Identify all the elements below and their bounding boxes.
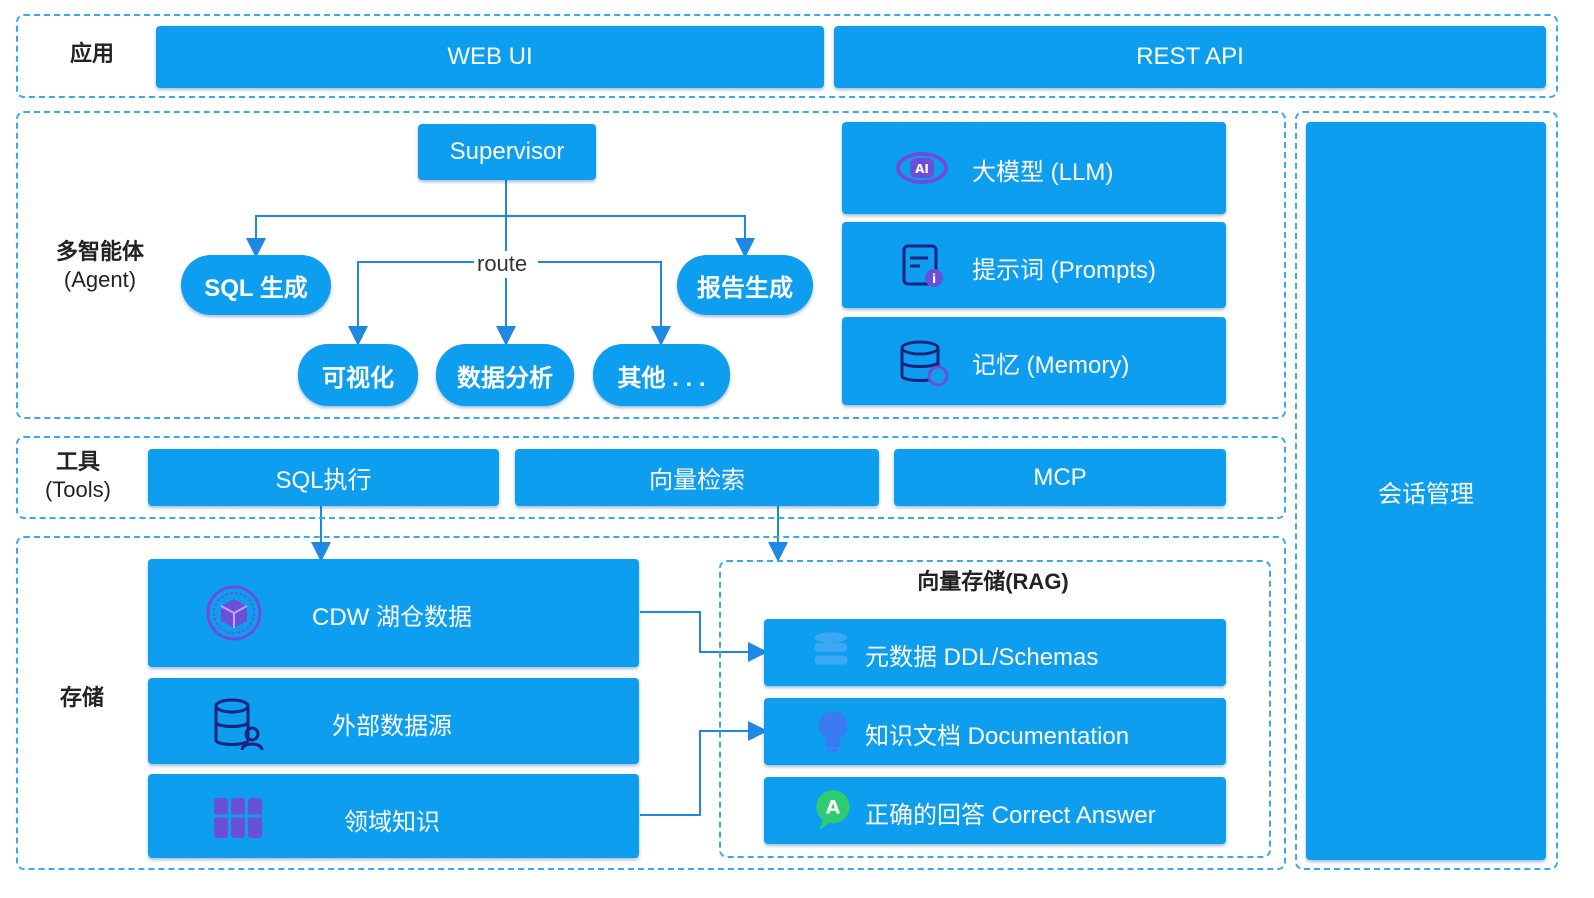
metadata-box: 元数据 DDL/Schemas — [764, 619, 1226, 686]
report-gen-node: 报告生成 — [677, 255, 813, 315]
rag-title: 向量存储(RAG) — [917, 569, 1069, 594]
memory-box: 记忆 (Memory) — [842, 317, 1226, 405]
cdw-label: CDW 湖仓数据 — [312, 604, 472, 631]
llm-label: 大模型 (LLM) — [972, 159, 1114, 186]
domain-knowledge-label: 领域知识 — [344, 809, 440, 836]
agent-layer-label: 多智能体 (Agent) — [40, 238, 160, 293]
visualize-node: 可视化 — [298, 344, 418, 406]
metadata-label: 元数据 DDL/Schemas — [865, 644, 1099, 671]
tools-label-line2: (Tools) — [44, 476, 111, 502]
svg-text:A: A — [826, 797, 841, 818]
cube-icon — [206, 585, 262, 641]
cdw-box: CDW 湖仓数据 — [148, 559, 639, 667]
storage-layer-label: 存储 — [59, 685, 104, 710]
session-layer — [1295, 111, 1558, 870]
app-layer — [16, 14, 1558, 98]
web-ui-box: WEB UI — [156, 26, 824, 88]
memory-db-icon — [900, 340, 949, 387]
route-label: route — [474, 251, 531, 277]
prompts-box: i 提示词 (Prompts) — [842, 222, 1226, 308]
external-source-label: 外部数据源 — [332, 713, 452, 740]
vector-search-box: 向量检索 — [515, 449, 879, 506]
mcp-box: MCP — [894, 449, 1226, 506]
memory-label: 记忆 (Memory) — [972, 352, 1130, 379]
answers-box: A 正确的回答 Correct Answer — [764, 777, 1226, 844]
lightbulb-icon — [818, 711, 848, 753]
tools-label-line1: 工具 — [55, 449, 100, 474]
agent-layer — [16, 111, 1286, 419]
rag-group — [719, 560, 1271, 858]
other-node: 其他 . . . — [593, 344, 730, 406]
tools-layer-label: 工具 (Tools) — [28, 448, 128, 503]
stack-icon — [814, 632, 848, 665]
agent-label-line1: 多智能体 — [55, 239, 144, 264]
agent-label-line2: (Agent) — [63, 266, 137, 292]
supervisor-box: Supervisor — [418, 124, 596, 180]
external-source-box: 外部数据源 — [148, 678, 639, 764]
svg-text:i: i — [932, 272, 936, 286]
domain-knowledge-box: 领域知识 — [148, 774, 639, 858]
svg-text:AI: AI — [915, 162, 929, 176]
sql-exec-box: SQL执行 — [148, 449, 499, 506]
data-analysis-node: 数据分析 — [436, 344, 574, 406]
storage-layer — [16, 536, 1286, 870]
rest-api-box: REST API — [834, 26, 1546, 88]
prompt-doc-icon: i — [902, 244, 943, 287]
app-layer-label: 应用 — [69, 41, 114, 66]
ai-chip-icon: AI — [896, 152, 948, 184]
prompts-label: 提示词 (Prompts) — [972, 257, 1157, 284]
database-user-icon — [214, 698, 264, 751]
session-management-box: 会话管理 — [1306, 122, 1546, 860]
docs-box: 知识文档 Documentation — [764, 698, 1226, 765]
tools-layer — [16, 436, 1286, 519]
sql-gen-node: SQL 生成 — [181, 255, 331, 315]
answer-a-icon: A — [816, 790, 850, 830]
docs-label: 知识文档 Documentation — [865, 723, 1130, 750]
llm-box: AI 大模型 (LLM) — [842, 122, 1226, 214]
answers-label: 正确的回答 Correct Answer — [865, 802, 1156, 829]
books-icon — [214, 798, 262, 838]
